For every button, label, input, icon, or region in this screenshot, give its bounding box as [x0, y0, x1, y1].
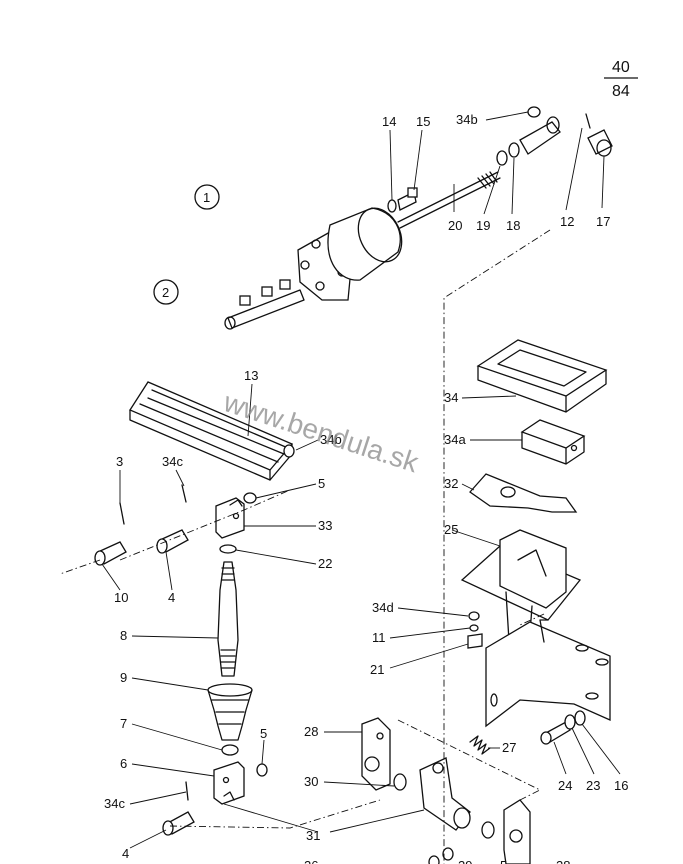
callout-15: 15	[416, 114, 430, 129]
callout-28-left: 28	[304, 724, 318, 739]
callout-8: 8	[120, 628, 127, 643]
callout-32: 32	[444, 476, 458, 491]
callout-34b-pedal: 34b	[320, 432, 342, 447]
cotter-pin-34c	[181, 484, 187, 503]
callout-19: 19	[476, 218, 490, 233]
cotter-pin-34c-lower	[185, 781, 189, 801]
svg-text:1: 1	[203, 190, 210, 205]
callout-20: 20	[448, 218, 462, 233]
pedal-lever	[215, 492, 257, 539]
callout-3: 3	[116, 454, 123, 469]
pin-4-lower	[162, 811, 195, 836]
callout-28-right: 28	[556, 858, 570, 864]
callout-labels: 14 15 34b 12 17 20 19 18 13 34b 3 34c 5 …	[104, 112, 628, 864]
washer-26	[442, 847, 454, 861]
callout-24: 24	[558, 778, 572, 793]
callout-30: 30	[304, 774, 318, 789]
callout-9: 9	[120, 670, 127, 685]
callout-29: 29	[458, 858, 472, 864]
rubber-pad-34	[476, 339, 608, 413]
cotter-pin-3	[119, 502, 125, 525]
block-34a	[520, 419, 586, 465]
nut-26	[428, 855, 440, 864]
pin-4-upper	[156, 529, 189, 554]
washer-34d	[468, 611, 480, 621]
callout-13: 13	[244, 368, 258, 383]
lever-31	[419, 757, 471, 831]
callout-34c-upper: 34c	[162, 454, 183, 469]
bolt-24	[540, 721, 571, 745]
page-number-bottom: 84	[612, 83, 630, 100]
svg-text:2: 2	[162, 285, 169, 300]
callout-4-lower: 4	[122, 846, 129, 861]
variant-marker-2: 2	[153, 279, 179, 305]
callout-5-bottom: 5	[500, 858, 507, 864]
callout-22: 22	[318, 556, 332, 571]
callout-34c-lower: 34c	[104, 796, 125, 811]
callout-16: 16	[614, 778, 628, 793]
washer-5	[256, 763, 268, 777]
callout-11: 11	[372, 630, 386, 645]
callout-33: 33	[318, 518, 332, 533]
callout-21: 21	[370, 662, 384, 677]
clevis	[213, 761, 245, 805]
bolt-21	[467, 633, 483, 649]
callout-34b-top: 34b	[456, 112, 478, 127]
assembly-lines	[59, 229, 551, 864]
nut-16	[574, 710, 586, 726]
washer-23	[564, 714, 576, 730]
callout-6: 6	[120, 756, 127, 771]
callout-5-upper: 5	[318, 476, 325, 491]
callout-5-lower: 5	[260, 726, 267, 741]
callout-34d: 34d	[372, 600, 394, 615]
pedal-support-25	[460, 529, 611, 728]
callout-31: 31	[306, 828, 320, 843]
callout-27: 27	[502, 740, 516, 755]
callout-26: 26	[304, 858, 318, 864]
shaft	[217, 544, 239, 677]
callout-4-upper: 4	[168, 590, 175, 605]
callout-10: 10	[114, 590, 128, 605]
callout-14: 14	[382, 114, 396, 129]
master-cylinder-assembly	[224, 106, 613, 330]
nut-7	[221, 744, 239, 756]
bracket-28-left	[361, 717, 391, 791]
plate-32	[469, 473, 578, 513]
callout-34a: 34a	[444, 432, 466, 447]
pin-10	[94, 541, 127, 566]
rubber-boot	[207, 683, 253, 741]
leader-lines	[101, 111, 621, 849]
page-number-top: 40	[612, 59, 630, 76]
washer-11	[469, 624, 479, 632]
variant-marker-1: 1	[194, 184, 220, 210]
washer-29	[481, 821, 495, 839]
bracket-28-right	[503, 799, 531, 864]
callout-18: 18	[506, 218, 520, 233]
callout-7: 7	[120, 716, 127, 731]
callout-17: 17	[596, 214, 610, 229]
callout-12: 12	[560, 214, 574, 229]
callout-34: 34	[444, 390, 458, 405]
callout-25: 25	[444, 522, 458, 537]
spring-27	[469, 735, 491, 755]
callout-23: 23	[586, 778, 600, 793]
washer-30	[393, 773, 407, 791]
brake-pedal	[129, 381, 295, 481]
page-number: 40 84	[604, 59, 638, 100]
